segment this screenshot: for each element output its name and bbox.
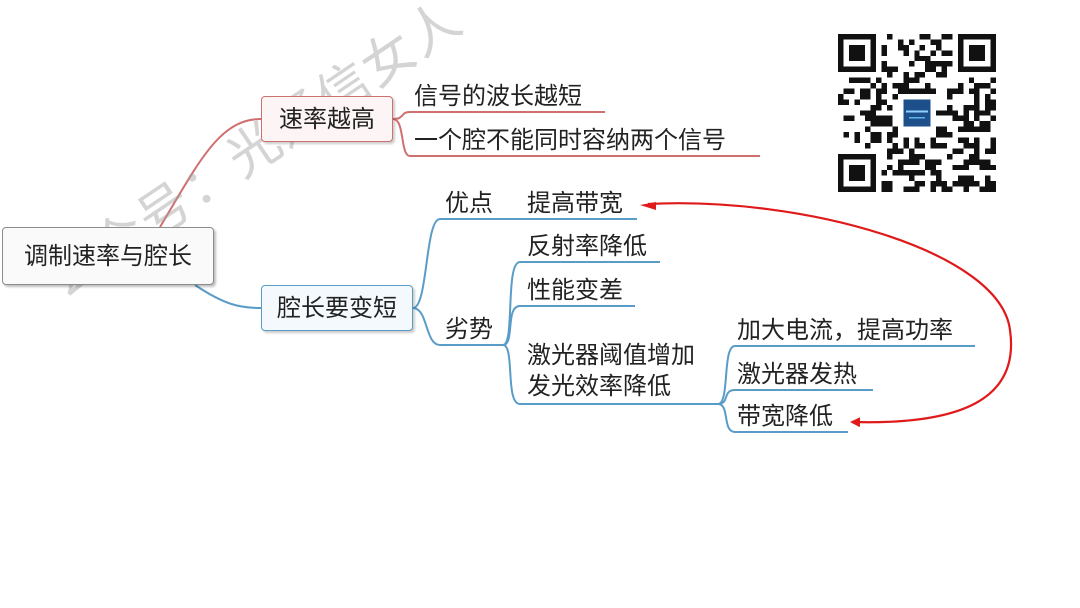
connector-disadvantage-children <box>502 261 718 405</box>
root-label: 调制速率与腔长 <box>24 241 192 270</box>
advantage-item-bandwidth[interactable]: 提高带宽 <box>527 189 623 217</box>
feedback-arrow-icon <box>647 202 1013 428</box>
connector-cavity-children <box>412 218 503 346</box>
threshold-item-bandwidth-drop[interactable]: 带宽降低 <box>737 402 833 430</box>
branch-rate-node[interactable]: 速率越高 <box>261 96 393 142</box>
disadvantage-node[interactable]: 劣势 <box>445 315 493 343</box>
threshold-line-2: 发光效率降低 <box>527 372 671 400</box>
qr-code-icon <box>838 34 996 192</box>
feedback-arrow-start-icon <box>640 202 656 210</box>
threshold-line-1: 激光器阈值增加 <box>527 341 695 369</box>
branch-cavity-label: 腔长要变短 <box>277 293 397 322</box>
threshold-item-heat[interactable]: 激光器发热 <box>737 360 857 388</box>
connector-root-cavity <box>194 284 262 309</box>
root-node[interactable]: 调制速率与腔长 <box>2 227 214 285</box>
connector-threshold-children <box>717 345 975 433</box>
connector-root-rate <box>159 118 262 228</box>
threshold-item-current[interactable]: 加大电流，提高功率 <box>737 316 953 344</box>
connector-rate-children <box>392 111 760 157</box>
disadvantage-item-reflectivity[interactable]: 反射率降低 <box>527 232 647 260</box>
branch-rate-label: 速率越高 <box>279 104 375 133</box>
threshold-node[interactable]: 激光器阈值增加 发光效率降低 <box>527 340 727 402</box>
branch-cavity-node[interactable]: 腔长要变短 <box>261 285 413 331</box>
advantage-node[interactable]: 优点 <box>445 189 493 217</box>
rate-item-cavity-capacity[interactable]: 一个腔不能同时容纳两个信号 <box>414 126 726 154</box>
disadvantage-item-performance[interactable]: 性能变差 <box>527 276 623 304</box>
rate-item-wavelength[interactable]: 信号的波长越短 <box>414 82 582 110</box>
